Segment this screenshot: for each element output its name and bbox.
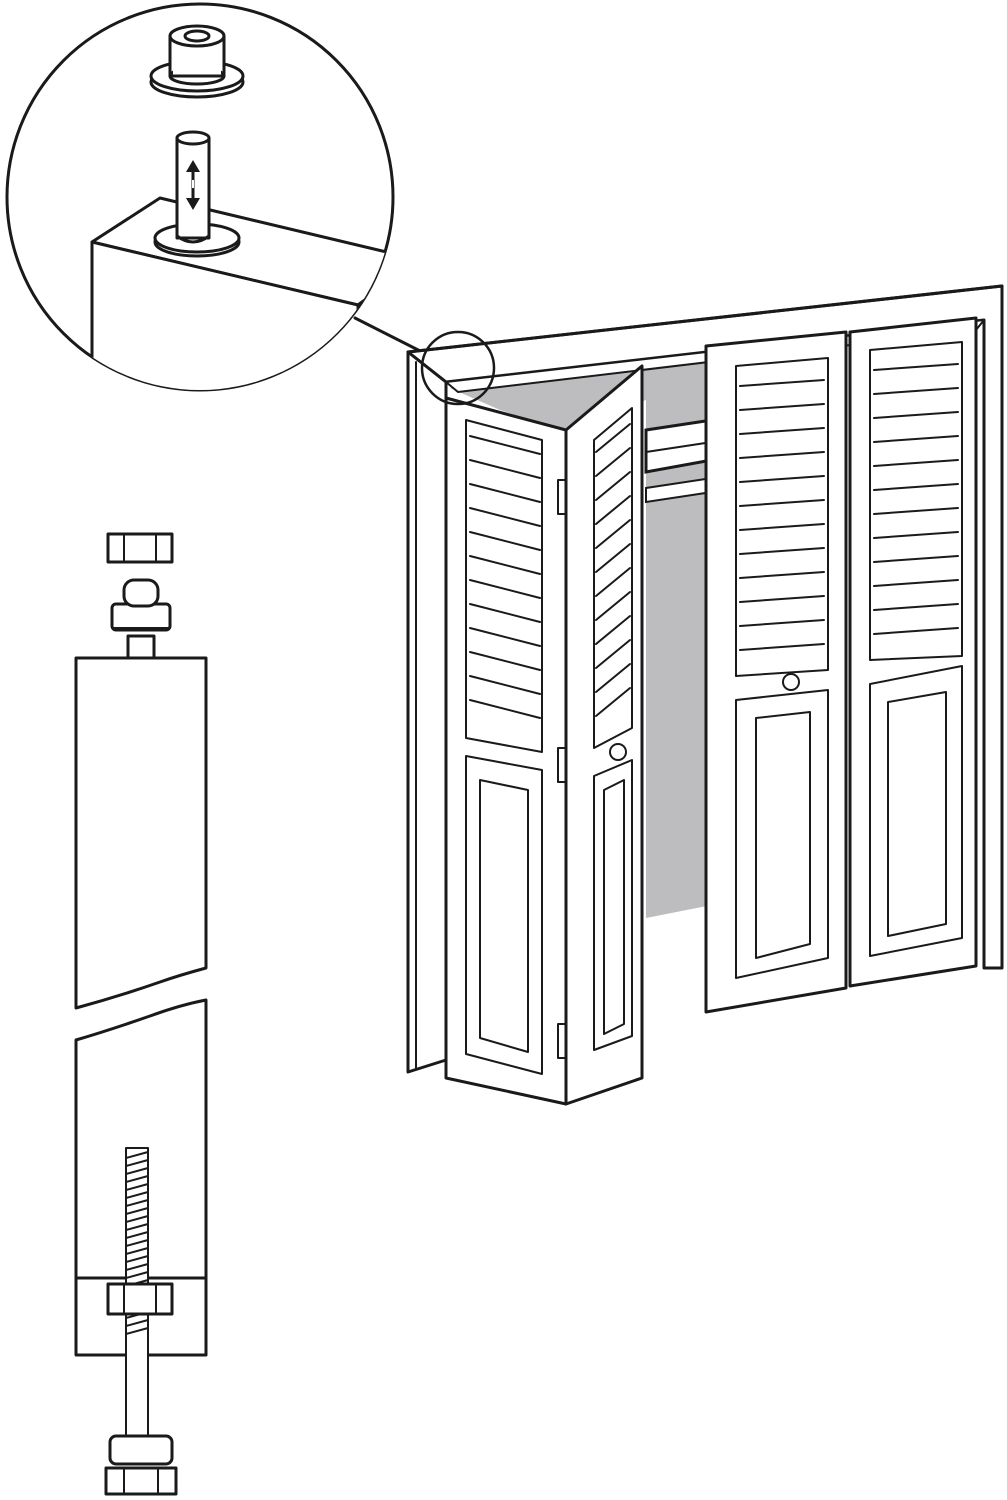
top-guide-cap <box>106 532 174 564</box>
left-door-panel-inner <box>564 364 644 1106</box>
closet-shelf <box>644 418 714 504</box>
left-door-panel-outer <box>444 396 568 1106</box>
bottom-pivot-bolt <box>104 1147 178 1496</box>
right-door-left-panel <box>704 330 848 1014</box>
detail-locator-circle <box>420 330 496 406</box>
pivot-bushing <box>149 24 245 99</box>
double-arrow-icon <box>186 160 200 210</box>
hardware-exploded-view <box>74 532 208 1496</box>
bifold-closet-doors <box>406 284 1004 1106</box>
top-pivot-pin <box>110 578 172 660</box>
right-door-right-panel <box>848 316 978 988</box>
detail-callout <box>5 2 436 392</box>
